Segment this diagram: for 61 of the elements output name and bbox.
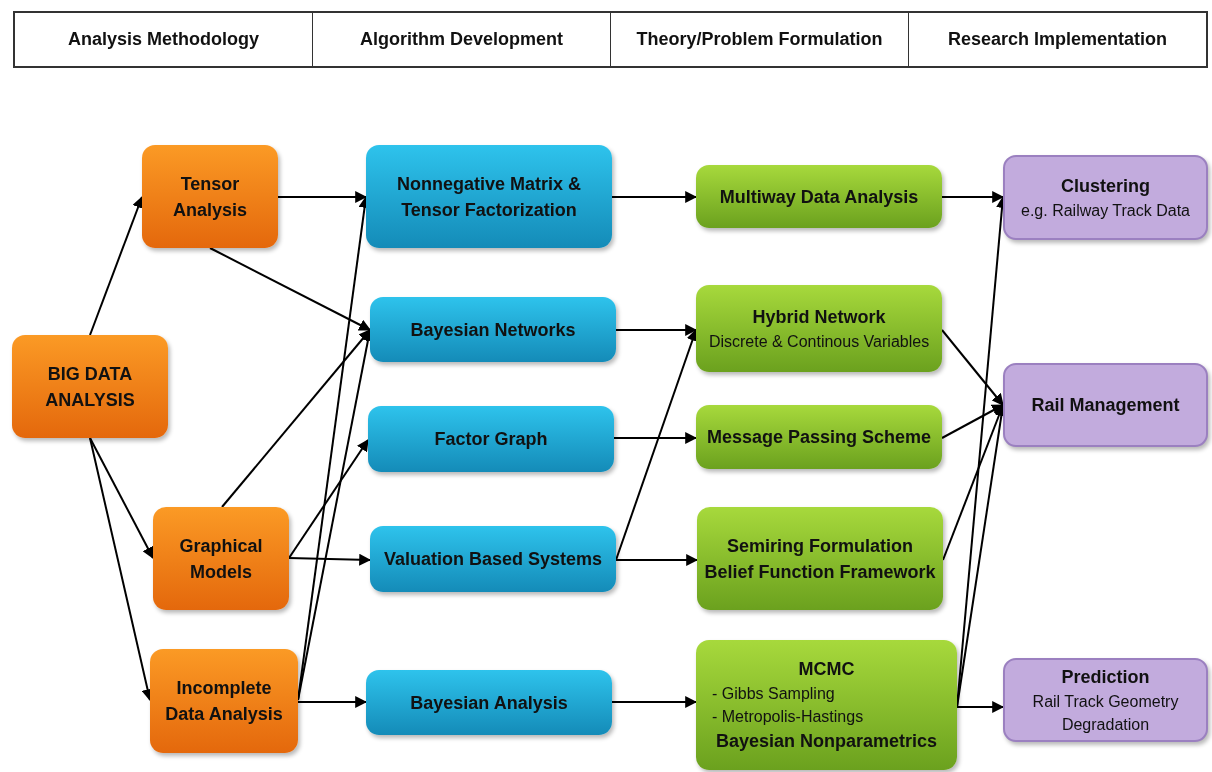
- arrow: [611, 696, 698, 708]
- node-text: - Metropolis-Hastings: [711, 707, 864, 727]
- process-box: [370, 526, 616, 592]
- arrow: [297, 696, 368, 708]
- process-box: [1003, 363, 1208, 447]
- process-box: [366, 145, 612, 248]
- column-header: Theory/Problem Formulation: [610, 13, 908, 66]
- node-title: Bayesian Analysis: [410, 691, 568, 715]
- process-box: [696, 165, 942, 228]
- process-box: [366, 670, 612, 735]
- process-box: [12, 335, 168, 438]
- process-box: [142, 145, 278, 248]
- node-title: Message Passing Scheme: [706, 426, 932, 449]
- node-title: BIG DATA ANALYSIS: [44, 362, 136, 412]
- node-title: Nonnegative Matrix & Tensor Factorization: [395, 172, 582, 222]
- node-text: e.g. Railway Track Data: [1021, 201, 1190, 221]
- node-title: Rail Management: [1031, 394, 1180, 417]
- node-title: Valuation Based Systems: [383, 548, 603, 571]
- arrow: [941, 191, 1005, 203]
- arrow: [221, 329, 371, 508]
- process-box: [368, 406, 614, 472]
- arrow: [956, 701, 1005, 713]
- node-title: MCMC: [798, 658, 855, 681]
- arrow: [288, 553, 372, 566]
- arrow: [288, 439, 369, 559]
- arrow: [613, 432, 698, 444]
- node-title: Prediction: [1061, 666, 1150, 689]
- process-box: [696, 285, 942, 372]
- arrow: [89, 195, 144, 336]
- node-title: Incomplete Data Analysis: [164, 677, 284, 726]
- node-title: Multiway Data Analysis: [719, 185, 919, 209]
- node-title: Semiring Formulation Belief Function Framework: [703, 534, 937, 584]
- column-header: Algorithm Development: [312, 13, 610, 66]
- process-box: [1003, 658, 1208, 742]
- node-title: Bayesian Networks: [410, 318, 576, 342]
- arrow: [89, 437, 154, 560]
- arrow: [941, 329, 1004, 406]
- arrow: [615, 324, 698, 336]
- column-header: Analysis Methodology: [67, 28, 260, 51]
- process-box: [150, 649, 298, 753]
- node-title: Graphical Models: [178, 534, 264, 584]
- arrow: [209, 247, 372, 331]
- process-box: [696, 640, 957, 770]
- node-text: Rail Track Geometry Degradation: [1031, 692, 1180, 735]
- process-box: [696, 405, 942, 469]
- node-title: Tensor Analysis: [171, 172, 248, 222]
- arrow: [277, 191, 368, 203]
- arrow: [941, 404, 1005, 439]
- node-text: Bayesian Nonparametrics: [715, 730, 938, 753]
- process-box: [1003, 155, 1208, 240]
- node-text: - Gibbs Sampling: [711, 684, 835, 704]
- process-box: [370, 297, 616, 362]
- arrow: [611, 191, 698, 203]
- process-box: [697, 507, 943, 610]
- node-text: Discrete & Continous Variables: [708, 332, 930, 352]
- column-header: Research Implementation: [908, 13, 1206, 66]
- arrow: [615, 554, 699, 566]
- node-title: Hybrid Network: [752, 306, 886, 329]
- node-title: Clustering: [1061, 175, 1150, 198]
- process-box: [153, 507, 289, 610]
- node-title: Factor Graph: [434, 428, 548, 451]
